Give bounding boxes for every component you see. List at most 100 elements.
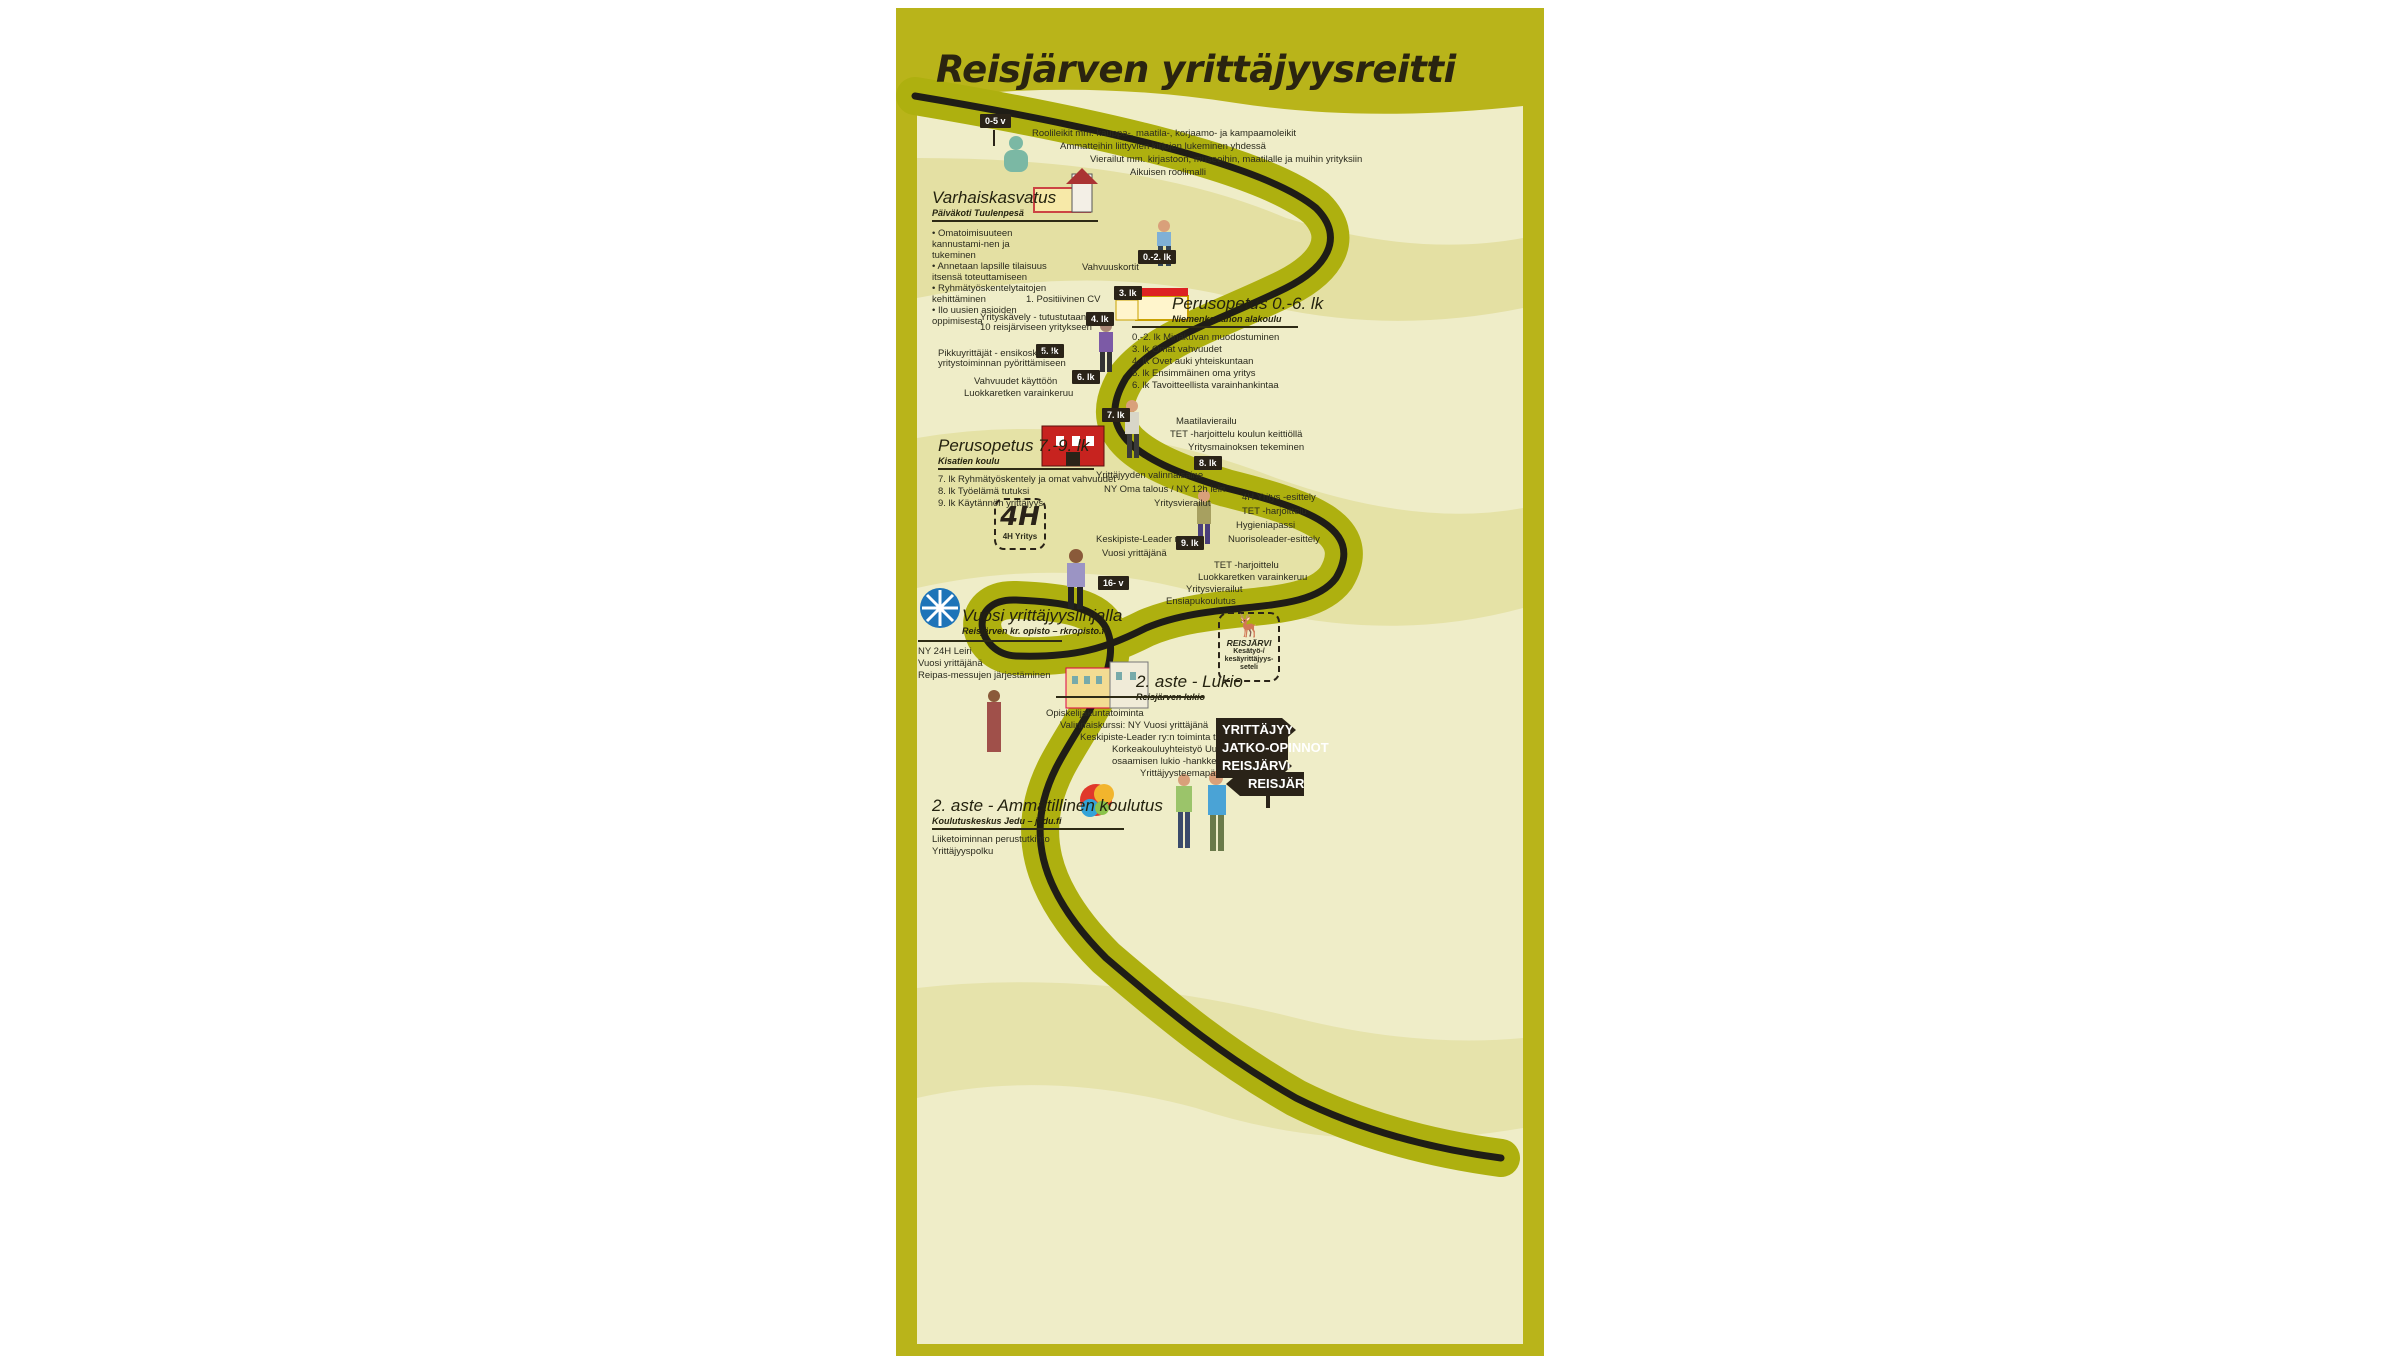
note-text: Vuosi yrittäjänä (1102, 548, 1167, 559)
age-marker-0-5: 0-5 v (980, 114, 1011, 128)
list-item: Keskipiste-Leader ry:n toiminta tutuksi (1080, 732, 1241, 743)
list-item: 0.-2. lk Minäkuvan muodostuminen (1132, 332, 1280, 343)
grade-marker-3: 3. lk (1114, 286, 1142, 300)
list-item: Valinnaiskurssi: NY Vuosi yrittäjänä (1060, 720, 1209, 731)
section-title: Varhaiskasvatus (932, 188, 1057, 207)
note-text: 4H Yritys -esittely (1242, 492, 1316, 503)
perusopetus-7-9-section: Perusopetus 7.-9. lk Kisatien koulu 7. l… (938, 436, 1116, 510)
kesatyoseteli-box: 🦌 REISJÄRVI Kesätyö-/ kesäyrittäjyys-set… (1218, 612, 1280, 682)
section-divider (932, 828, 1124, 830)
lukio-illustration (1065, 661, 1149, 709)
early-activities: Roolileikit mm. kauppa-, maatila-, korja… (1032, 128, 1362, 179)
list-item: Vuosi yrittäjänä (918, 658, 983, 669)
4h-label: 4H Yritys (1002, 532, 1038, 541)
list-item: Yrittäjyysteemapäivä (1140, 768, 1228, 779)
section-divider (938, 468, 1094, 470)
section-subtitle: Kisatien koulu (938, 456, 1000, 466)
note-text: Yritysvierailut (1154, 498, 1211, 509)
bullet-item: Annetaan lapsille tilaisuus itsensä tote… (932, 261, 1052, 283)
note-text: Yritysvierailut (1186, 584, 1243, 595)
note-text: Luokkaretken varainkeruu (964, 388, 1074, 399)
4h-yritys-box: 4H 4H Yritys (994, 498, 1046, 550)
note-text: NY Oma talous / NY 12h leiri (1104, 484, 1226, 495)
section-title: 2. aste - Ammatillinen koulutus (932, 796, 1163, 815)
note-text: Ensiapukoulutus (1166, 596, 1236, 607)
section-subtitle: Päiväkoti Tuulenpesä (932, 208, 1024, 218)
section-subtitle: Niemenkartanon alakoulu (1172, 314, 1282, 324)
ammatillinen-section: 2. aste - Ammatillinen koulutus Koulutus… (932, 796, 1163, 858)
list-item: Yrittäjyyspolku (932, 846, 994, 857)
activity-line: Ammatteihin liittyvien kirjojen lukemine… (1060, 141, 1266, 152)
hiker-figures (1176, 771, 1226, 851)
grade-7-notes: Maatilavierailu TET -harjoittelu koulun … (1170, 416, 1305, 454)
note-text: 1. Positiivinen CV (1026, 294, 1101, 305)
note-text: Yrittäjyyden valinnaisaine (1096, 470, 1204, 481)
section-subtitle: Koulutuskeskus Jedu – jedu.fi (932, 816, 1062, 826)
list-item: osaamisen lukio -hankkeessa (1112, 756, 1237, 767)
note-text: TET -harjoittelu (1214, 560, 1279, 571)
note-text: TET -harjoittelu koulun keittiöllä (1170, 429, 1303, 440)
section-title: Perusopetus 7.-9. lk (938, 436, 1090, 455)
grade-marker-4: 4. lk (1086, 312, 1114, 326)
vuosi-section: Vuosi yrittäjyyslinjalla Reisjärven kr. … (962, 606, 1122, 636)
bullet-item: Ryhmätyöskentelytaitojen kehittäminen (932, 283, 1052, 305)
list-item: Korkeakouluyhteistyö Uuden (1112, 744, 1233, 755)
grade-marker-7: 7. lk (1102, 408, 1130, 422)
vuosi-list: NY 24H Leiri Vuosi yrittäjänä Reipas-mes… (918, 646, 1051, 682)
reindeer-icon: 🦌 (1235, 613, 1263, 638)
kisatien-koulu-illustration (1041, 425, 1105, 467)
perusopetus-0-6-section: Perusopetus 0.-6. lk Niemenkartanon alak… (1132, 294, 1323, 392)
grade-marker-5: 5. lk (1036, 344, 1064, 358)
reisjarvi-brand: REISJÄRVI (1226, 638, 1272, 648)
activity-line: Vierailut mm. kirjastoon, museoihin, maa… (1090, 154, 1363, 165)
student-figure (1067, 549, 1085, 609)
marker-pole (993, 130, 995, 146)
grade-list: 7. lk Ryhmätyöskentely ja omat vahvuudet… (938, 474, 1116, 510)
alakoulu-illustration (1115, 288, 1189, 321)
note-text: Maatilavierailu (1176, 416, 1237, 427)
poster-background (896, 77, 1523, 1344)
section-divider (1132, 326, 1298, 328)
grade-marker-6: 6. lk (1072, 370, 1100, 384)
list-item: 5. lk Ensimmäinen oma yritys (1132, 368, 1256, 379)
age-marker-16: 16- v (1098, 576, 1129, 590)
note-text: Pikkuyrittäjät - ensikosketus (938, 348, 1056, 359)
list-item: 3. lk Omat vahvuudet (1132, 344, 1222, 355)
bullet-item: Ilo uusien asioiden oppimisesta (932, 305, 1052, 327)
section-title: Vuosi yrittäjyyslinjalla (962, 606, 1123, 625)
list-item: 4. lk Ovet auki yhteiskuntaan (1132, 356, 1254, 367)
ammatillinen-list: Liiketoiminnan perustutkinto Yrittäjyysp… (932, 834, 1163, 858)
note-text: Yrityskävely - tutustutaan (980, 312, 1087, 323)
lukio-list: Opiskelijakuntatoiminta Valinnaiskurssi:… (1046, 708, 1241, 780)
section-divider (1056, 696, 1204, 698)
note-text: Yritysmainoksen tekeminen (1188, 442, 1305, 453)
note-text: Luokkaretken varainkeruu (1198, 572, 1308, 583)
note-text: yritystoiminnan pyörittämiseen (938, 358, 1066, 369)
note-text: Vahvuudet käyttöön (974, 376, 1058, 387)
note-text: TET -harjoittelu (1242, 506, 1307, 517)
poster: Reisjärven yrittäjyysreitti 0-5 v 0.-2. … (896, 8, 1544, 1356)
note-text: Keskipiste-Leader ry (1096, 534, 1183, 545)
teen-figure-2 (1197, 490, 1211, 544)
note-text: Hygieniapassi (1236, 520, 1296, 531)
list-item: 6. lk Tavoitteellista varainhankintaa (1132, 380, 1279, 391)
varhaiskasvatus-bullets: Omatoimisuuteen kannustami-nen ja tukemi… (932, 228, 1052, 327)
activity-line: Roolileikit mm. kauppa-, maatila-, korja… (1032, 128, 1296, 139)
poster-title: Reisjärven yrittäjyysreitti (936, 48, 1456, 91)
list-item: Liiketoiminnan perustutkinto (932, 834, 1050, 845)
section-subtitle: Reisjärven kr. opisto – rkropisto.fi (962, 626, 1108, 636)
note-text: Vahvuuskortit (1082, 262, 1139, 273)
grade-marker-0-2: 0.-2. lk (1138, 250, 1177, 264)
list-item: Reipas-messujen järjestäminen (918, 670, 1051, 681)
section-divider (932, 220, 1098, 222)
sign-reisjarvi-2: REISJÄRVI (1226, 772, 1304, 796)
section-divider (918, 640, 1062, 642)
list-item: 7. lk Ryhmätyöskentely ja omat vahvuudet (938, 474, 1116, 485)
4h-logo-icon: 4H (1000, 502, 1040, 532)
varhaiskasvatus-section: Varhaiskasvatus Päiväkoti Tuulenpesä Oma… (932, 188, 1098, 327)
lukio-student-figure (987, 690, 1001, 752)
list-item: 8. lk Työelämä tutuksi (938, 486, 1030, 497)
seteli-label: Kesätyö-/ kesäyrittäjyys-seteli (1224, 648, 1274, 671)
toddler-figure (1004, 136, 1028, 172)
section-title: 2. aste - Lukio (1136, 672, 1243, 691)
